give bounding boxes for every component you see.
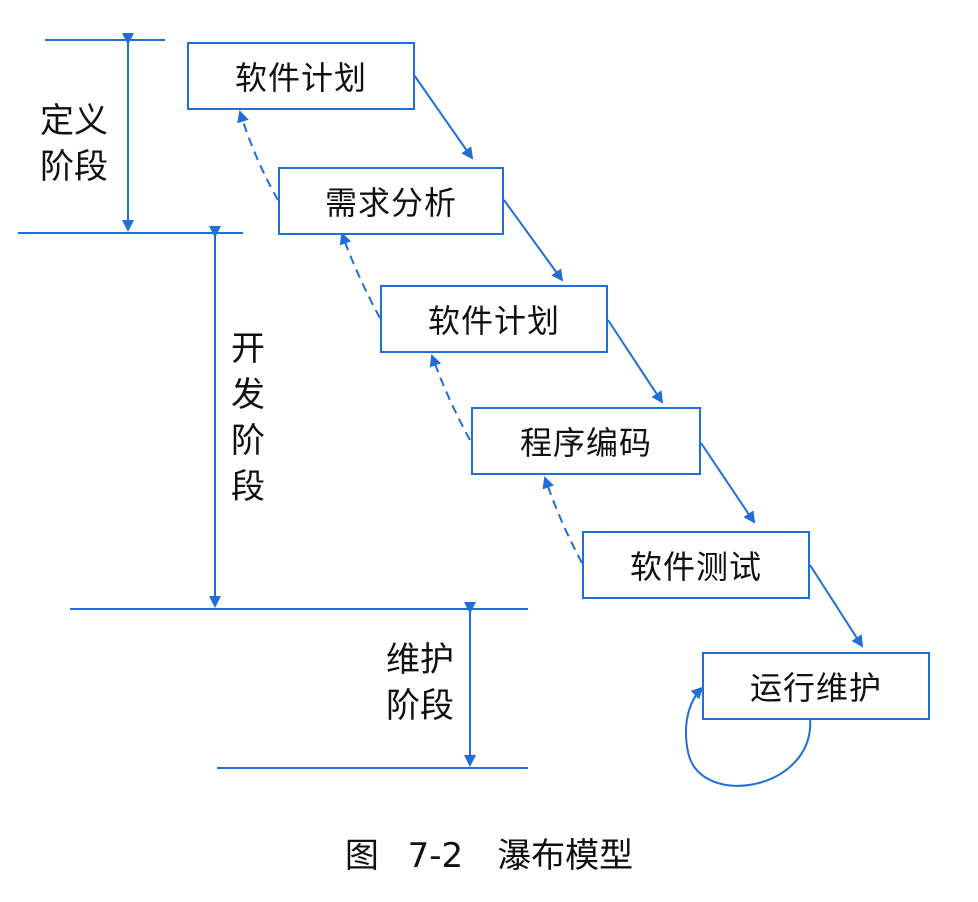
stage-box-coding: 程序编码 bbox=[471, 407, 701, 475]
development-phase-label-line1: 开发 bbox=[231, 329, 265, 415]
flow-arrow-coding-to-testing bbox=[700, 442, 756, 524]
stage-label: 软件计划 bbox=[234, 59, 367, 97]
stage-label: 需求分析 bbox=[324, 184, 457, 222]
stage-label: 软件计划 bbox=[427, 302, 560, 340]
feedback-arrow-coding-to-plan bbox=[429, 354, 471, 441]
maintenance-phase-label: 维护 阶段 bbox=[386, 637, 454, 729]
flow-arrow-analysis-to-plan bbox=[503, 199, 564, 282]
stage-box-requirements-analysis: 需求分析 bbox=[278, 167, 504, 235]
maintenance-phase-label-line2: 阶段 bbox=[386, 686, 454, 726]
feedback-arrow-testing-to-coding bbox=[542, 476, 583, 564]
definition-phase-label: 定义 阶段 bbox=[40, 98, 108, 190]
stage-label: 程序编码 bbox=[519, 424, 652, 462]
flow-arrow-testing-to-maintenance bbox=[809, 564, 864, 648]
maintenance-phase-label-line1: 维护 bbox=[386, 640, 454, 680]
development-phase-label-line2: 阶段 bbox=[231, 421, 265, 507]
stage-box-testing: 软件测试 bbox=[582, 531, 810, 599]
figure-caption: 图 7-2 瀑布模型 bbox=[344, 836, 634, 876]
flow-arrow-plan-to-coding bbox=[607, 319, 664, 404]
feedback-arrow-plan-to-analysis bbox=[339, 232, 381, 319]
stage-box-maintenance: 运行维护 bbox=[702, 652, 930, 720]
stage-label: 软件测试 bbox=[629, 548, 762, 586]
stage-label: 运行维护 bbox=[749, 669, 882, 707]
definition-phase-label-line1: 定义 bbox=[40, 101, 108, 141]
stage-box-software-plan: 软件计划 bbox=[187, 42, 415, 110]
flow-arrow-plan-to-analysis bbox=[413, 74, 474, 160]
stage-box-software-plan-2: 软件计划 bbox=[380, 285, 608, 353]
maintenance-self-loop-arrow bbox=[684, 686, 812, 787]
feedback-arrow-analysis-to-plan bbox=[237, 110, 279, 201]
development-phase-label: 开发 阶段 bbox=[225, 326, 271, 510]
definition-phase-label-line2: 阶段 bbox=[40, 147, 108, 187]
